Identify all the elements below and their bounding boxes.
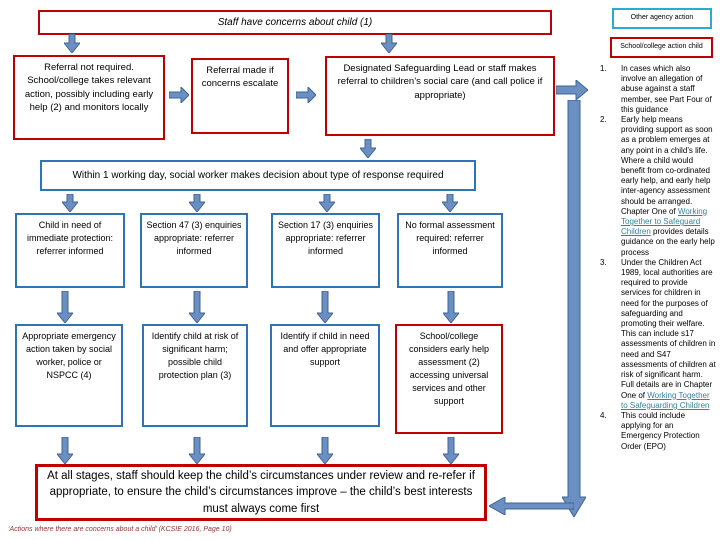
note-text: Early help means providing support as so… bbox=[621, 115, 715, 257]
referral-made-box: Referral made if concerns escalate bbox=[191, 58, 289, 134]
long-down-arrow-icon bbox=[562, 100, 586, 517]
action-emergency-box: Appropriate emergency action taken by so… bbox=[15, 324, 123, 427]
working-together-safeguard-link[interactable]: Working Together to Safeguard Children bbox=[621, 206, 708, 237]
referral-not-required-label: Referral not required. School/college ta… bbox=[24, 62, 154, 113]
legend-other-agency: Other agency action bbox=[612, 8, 712, 29]
staff-concerns-label: Staff have concerns about child (1) bbox=[217, 16, 373, 28]
within-day-label: Within 1 working day, social worker make… bbox=[72, 169, 444, 181]
down-arrow-icon bbox=[189, 291, 205, 323]
down-arrow-icon bbox=[442, 194, 458, 212]
action-child-in-need-box: Identify if child in need and offer appr… bbox=[270, 324, 380, 427]
down-arrow-icon bbox=[381, 34, 397, 53]
down-arrow-icon bbox=[319, 194, 335, 212]
down-arrow-icon bbox=[360, 139, 376, 158]
action-label: Identify child at risk of significant ha… bbox=[151, 331, 239, 381]
within-day-box: Within 1 working day, social worker make… bbox=[40, 160, 476, 191]
outcome-label: No formal assessment required: referrer … bbox=[405, 220, 495, 257]
referral-made-label: Referral made if concerns escalate bbox=[201, 65, 279, 90]
right-arrow-icon bbox=[556, 80, 588, 100]
note-item-4: 4. This could include applying for an Em… bbox=[600, 411, 716, 452]
note-item-2: 2. Early help means providing support as… bbox=[600, 115, 716, 258]
note-text: This could include applying for an Emerg… bbox=[621, 410, 700, 451]
review-banner-box: At all stages, staff should keep the chi… bbox=[35, 464, 487, 521]
action-significant-harm-box: Identify child at risk of significant ha… bbox=[142, 324, 248, 427]
note-number: 1. bbox=[600, 64, 607, 73]
down-arrow-icon bbox=[62, 194, 78, 212]
action-label: Appropriate emergency action taken by so… bbox=[22, 331, 116, 381]
down-arrow-icon bbox=[317, 437, 333, 464]
down-arrow-icon bbox=[317, 291, 333, 323]
footnote: ‘Actions where there are concerns about … bbox=[8, 526, 232, 533]
down-arrow-icon bbox=[57, 437, 73, 464]
note-number: 2. bbox=[600, 115, 607, 125]
down-arrow-icon bbox=[64, 34, 80, 53]
outcome-label: Child in need of immediate protection: r… bbox=[26, 220, 114, 257]
note-item-1: 1. In cases which also involve an allega… bbox=[600, 64, 716, 115]
left-arrow-icon bbox=[489, 497, 574, 515]
dsl-referral-box: Designated Safeguarding Lead or staff ma… bbox=[325, 56, 555, 136]
legend-other-agency-label: Other agency action bbox=[630, 14, 694, 22]
notes-panel: 1. In cases which also involve an allega… bbox=[600, 64, 716, 452]
referral-not-required-box: Referral not required. School/college ta… bbox=[13, 55, 165, 140]
outcome-label: Section 47 (3) enquiries appropriate: re… bbox=[146, 220, 242, 257]
staff-concerns-box: Staff have concerns about child (1) bbox=[38, 10, 552, 35]
down-arrow-icon bbox=[57, 291, 73, 323]
outcome-section47-box: Section 47 (3) enquiries appropriate: re… bbox=[140, 213, 248, 288]
down-arrow-icon bbox=[443, 437, 459, 464]
action-label: Identify if child in need and offer appr… bbox=[280, 331, 370, 368]
down-arrow-icon bbox=[189, 194, 205, 212]
legend-school-action-label: School/college action child bbox=[620, 43, 703, 51]
working-together-safeguarding-link[interactable]: Working Together to Safeguarding Childre… bbox=[621, 390, 710, 410]
outcome-label: Section 17 (3) enquiries appropriate: re… bbox=[277, 220, 374, 257]
action-label: School/college considers early help asse… bbox=[408, 331, 490, 407]
dsl-referral-label: Designated Safeguarding Lead or staff ma… bbox=[337, 63, 543, 101]
legend-school-action: School/college action child bbox=[610, 37, 713, 58]
right-arrow-icon bbox=[296, 87, 316, 103]
outcome-immediate-protection-box: Child in need of immediate protection: r… bbox=[15, 213, 125, 288]
note-number: 3. bbox=[600, 257, 607, 267]
right-arrow-icon bbox=[169, 87, 189, 103]
note-number: 4. bbox=[600, 410, 607, 420]
outcome-section17-box: Section 17 (3) enquiries appropriate: re… bbox=[271, 213, 380, 288]
note-item-3: 3. Under the Children Act 1989, local au… bbox=[600, 258, 716, 411]
note-text: In cases which also involve an allegatio… bbox=[621, 64, 712, 114]
outcome-no-assessment-box: No formal assessment required: referrer … bbox=[397, 213, 503, 288]
action-early-help-box: School/college considers early help asse… bbox=[395, 324, 503, 434]
down-arrow-icon bbox=[443, 291, 459, 323]
review-banner-label: At all stages, staff should keep the chi… bbox=[47, 469, 475, 515]
note-text: Under the Children Act 1989, local autho… bbox=[621, 257, 716, 410]
down-arrow-icon bbox=[189, 437, 205, 464]
